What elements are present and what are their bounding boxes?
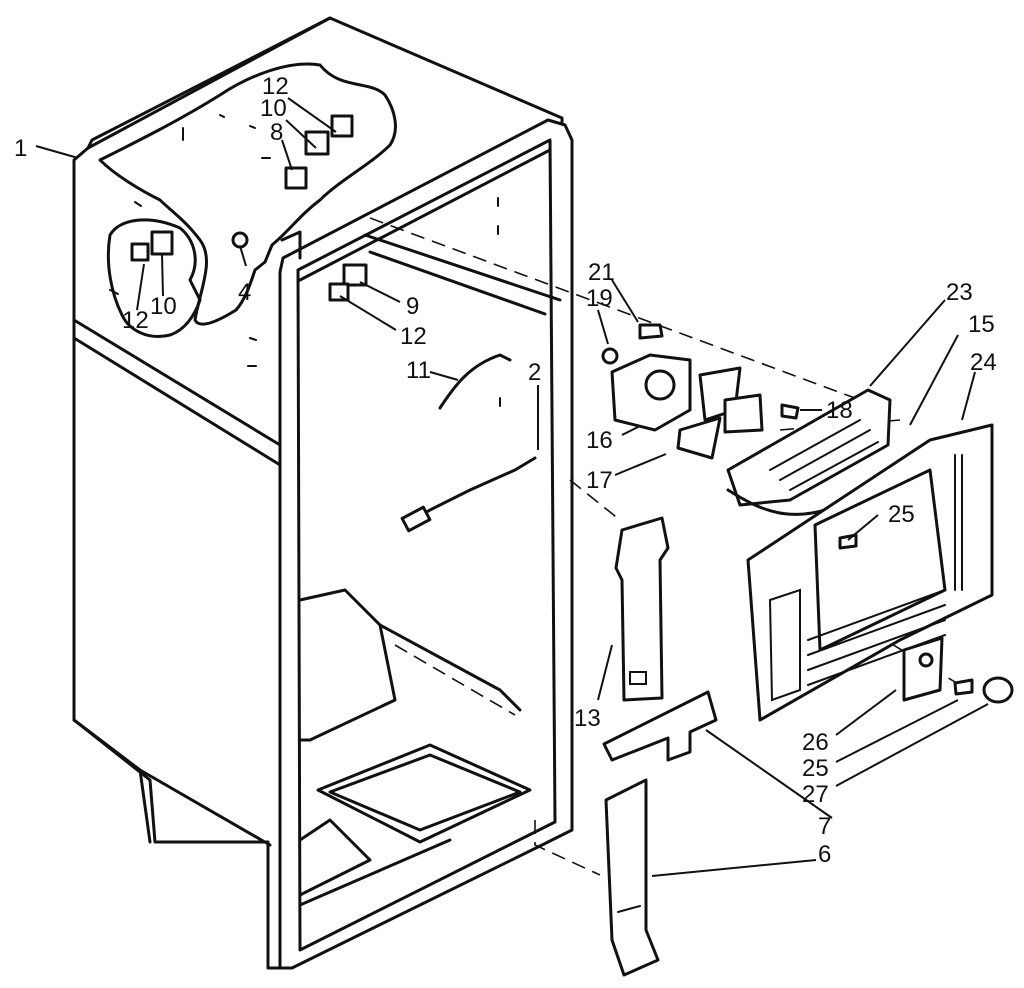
rear-panel-24: [746, 423, 1014, 722]
callout-27: 27: [802, 781, 829, 808]
callout-17: 17: [586, 467, 613, 494]
callout-7: 7: [818, 813, 831, 840]
callout-8: 8: [270, 119, 283, 146]
upper-clips: [130, 114, 368, 302]
baffle-13: [614, 516, 670, 702]
callout-10: 10: [150, 293, 177, 320]
callout-6: 6: [818, 841, 831, 868]
callout-13: 13: [574, 705, 601, 732]
callout-24: 24: [970, 349, 997, 376]
callouts: 1 12 10 8 4 12 10 9 12 11 2 21 19 16 17 …: [14, 73, 997, 868]
cover-6: [604, 778, 660, 977]
callout-1: 1: [14, 135, 27, 162]
callout-16: 16: [586, 427, 613, 454]
callout-25: 25: [802, 755, 829, 782]
callout-25: 25: [888, 501, 915, 528]
callout-23: 23: [946, 279, 973, 306]
fan-motor-assembly: [601, 323, 764, 460]
callout-4: 4: [238, 279, 251, 306]
callout-11: 11: [406, 357, 431, 384]
cabinet-liner: [72, 16, 574, 970]
bracket-7: [602, 690, 718, 762]
callout-18: 18: [826, 397, 853, 424]
callout-2: 2: [528, 359, 541, 386]
callout-21: 21: [588, 259, 615, 286]
leader-lines: [35, 97, 989, 877]
wire-harness-11: [438, 353, 512, 410]
callout-19: 19: [586, 285, 613, 312]
callout-12: 12: [262, 73, 289, 100]
callout-12: 12: [122, 307, 149, 334]
callout-9: 9: [406, 293, 419, 320]
callout-26: 26: [802, 729, 829, 756]
callout-15: 15: [968, 311, 995, 338]
callout-10: 10: [260, 95, 287, 122]
callout-12: 12: [400, 323, 427, 350]
